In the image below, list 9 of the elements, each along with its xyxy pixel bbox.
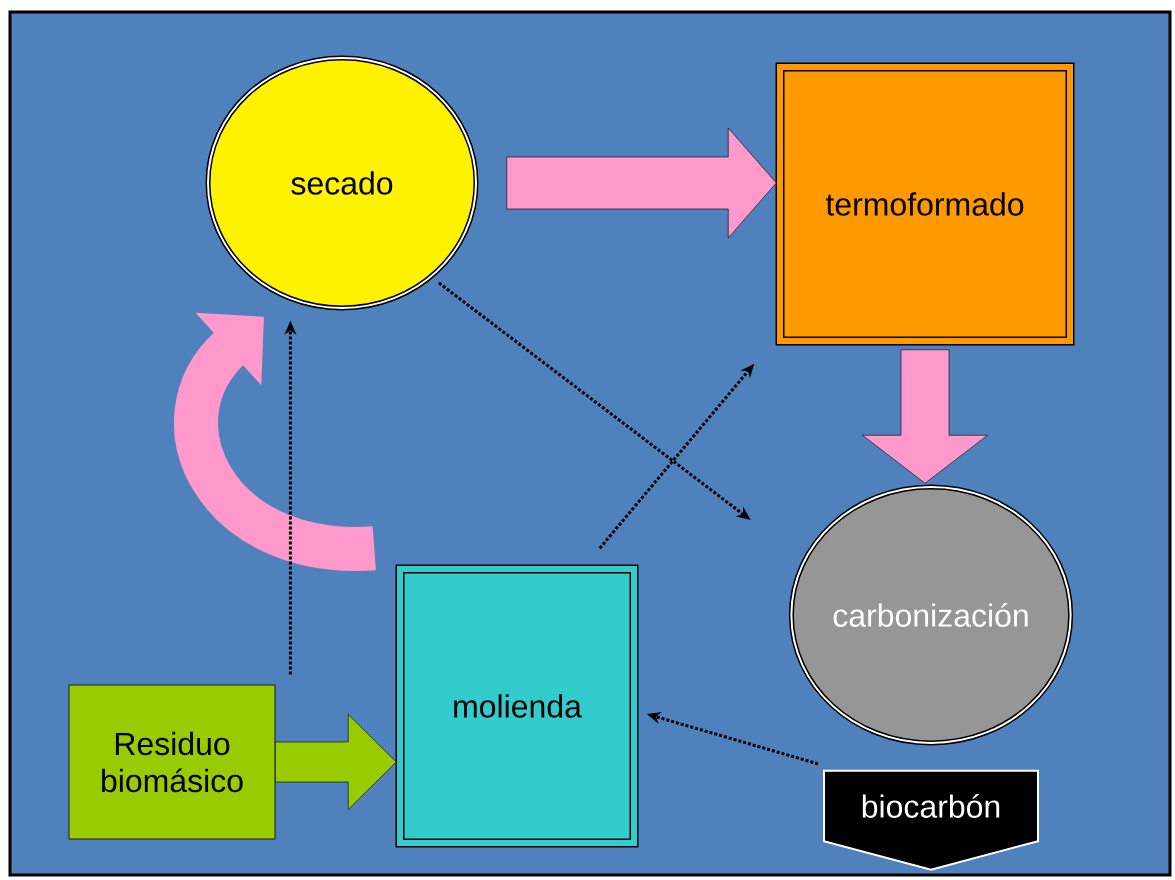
input-box: Residuo biomásico bbox=[68, 684, 276, 840]
output-tag: biocarbón bbox=[823, 769, 1039, 871]
block-arrow bbox=[862, 349, 988, 484]
process-box: molienda bbox=[395, 564, 639, 848]
process-box: termoformado bbox=[775, 62, 1075, 346]
block-arrow bbox=[275, 714, 397, 810]
circle-node: secado bbox=[205, 55, 479, 311]
circle-node: carbonización bbox=[788, 484, 1074, 746]
block-arrow bbox=[506, 127, 777, 239]
